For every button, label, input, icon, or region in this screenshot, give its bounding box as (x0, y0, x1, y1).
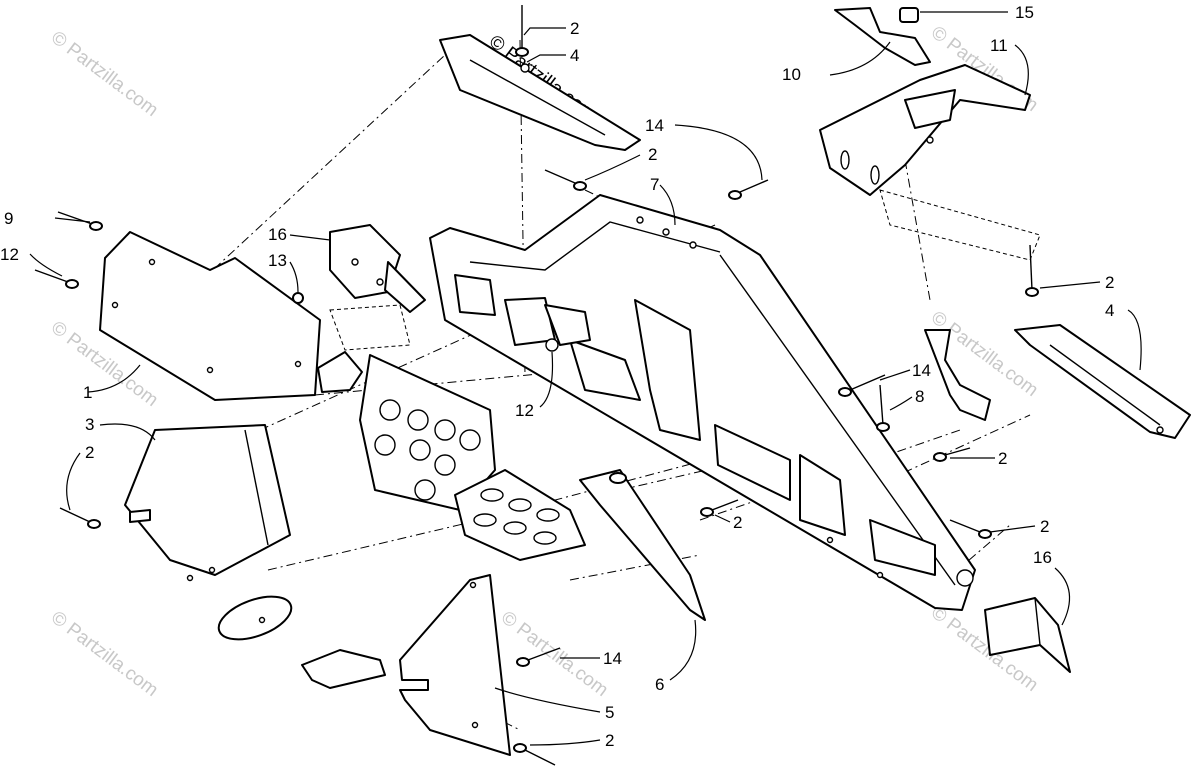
leader-lines (29, 11, 1142, 746)
callout-4: 4 (570, 46, 579, 65)
connector (924, 329, 991, 421)
part-16-upper-bracket (329, 224, 426, 313)
callout-2: 2 (1040, 517, 1049, 536)
watermark: © Partzilla.com (497, 607, 612, 701)
lower-plate (359, 354, 496, 511)
part-4-top-rail (439, 34, 641, 151)
part-15-nut (899, 7, 919, 23)
callout-9: 9 (4, 209, 13, 228)
callout-7: 7 (650, 175, 659, 194)
watermark: © Partzilla.com (47, 607, 162, 701)
part-16-lower-channel (984, 597, 1071, 673)
part-1-side-panel (99, 231, 321, 401)
callout-14: 14 (912, 361, 931, 380)
part-4-right-rail (1014, 324, 1191, 439)
callout-13: 13 (268, 251, 287, 270)
callout-6: 6 (655, 675, 664, 694)
callout-12: 12 (0, 245, 19, 264)
inner-bracket (544, 304, 591, 352)
callout-2: 2 (648, 145, 657, 164)
callout-2: 2 (1105, 273, 1114, 292)
callout-2: 2 (998, 449, 1007, 468)
callout-11: 11 (990, 36, 1008, 55)
callout-15: 15 (1015, 3, 1034, 22)
callout-2: 2 (85, 443, 94, 462)
callout-14: 14 (645, 116, 664, 135)
part-2-top-rivet (515, 5, 529, 57)
part-5-front-panel (399, 574, 511, 756)
part-7-main-frame (429, 194, 976, 611)
callout-14: 14 (603, 649, 622, 668)
callout-2: 2 (733, 513, 742, 532)
part-8-rivet (876, 384, 890, 432)
footrest-grid (454, 469, 586, 561)
callout-10: 10 (782, 65, 801, 84)
small-clip-bottom (301, 649, 386, 689)
callout-8: 8 (915, 387, 924, 406)
callout-12: 12 (515, 401, 534, 420)
part-2-right-rivet (1025, 244, 1039, 297)
part-10-bracket (834, 7, 931, 66)
callout-2: 2 (570, 19, 579, 38)
callout-3: 3 (85, 415, 94, 434)
watermark: © Partzilla.com (47, 27, 162, 121)
callout-16: 16 (1033, 548, 1052, 567)
part-6-bracket (579, 469, 706, 621)
callout-2: 2 (605, 731, 614, 750)
rivets (34, 169, 992, 766)
callout-5: 5 (605, 703, 614, 722)
part-3-side-shield (124, 424, 291, 582)
oval-grommet (217, 595, 293, 641)
callout-1: 1 (83, 383, 92, 402)
callout-labels: 2 4 9 12 16 13 1 3 2 12 14 2 7 10 15 11 … (0, 3, 1114, 750)
clip-piece (317, 351, 363, 393)
callout-4: 4 (1105, 301, 1114, 320)
part-11-mount-plate (819, 64, 1031, 196)
callout-16: 16 (268, 225, 287, 244)
